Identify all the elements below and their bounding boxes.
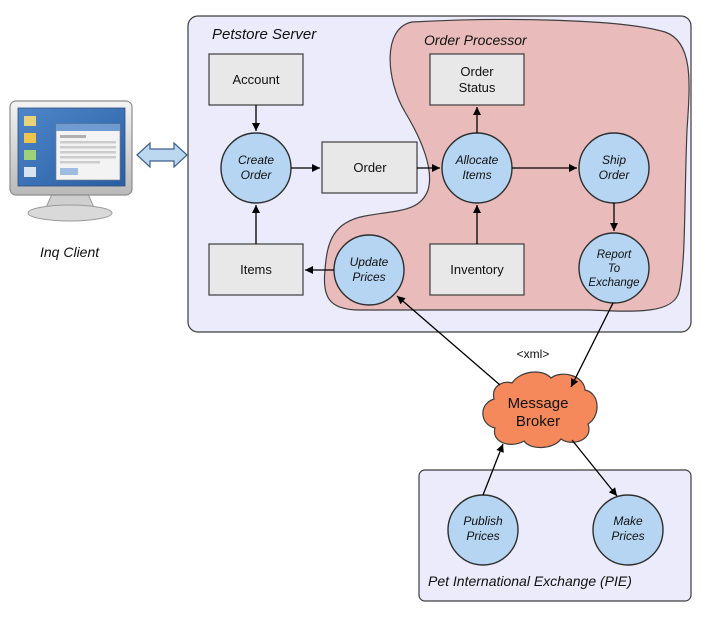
edge-broker-to-update-prices: [396, 295, 501, 386]
message-broker-cloud: [482, 371, 598, 449]
account-label: Account: [233, 72, 280, 87]
edge-publish-to-broker: [482, 443, 504, 496]
make-prices-node: [592, 494, 664, 566]
inventory-box: [429, 243, 525, 296]
order-box: [321, 141, 418, 194]
pie-title: Pet International Exchange (PIE): [428, 573, 632, 589]
petstore-server-title: Petstore Server: [212, 26, 317, 43]
edge-report-to-broker: [570, 302, 614, 388]
inventory-label: Inventory: [450, 262, 504, 277]
computer-monitor-icon: [9, 100, 133, 222]
order-processor-title: Order Processor: [424, 32, 528, 48]
client-server-double-arrow: [136, 141, 188, 169]
inq-client-label: Inq Client: [40, 244, 100, 260]
report-to-exchange-node: [578, 232, 650, 304]
edge-broker-to-make-prices: [571, 439, 618, 497]
order-status-box: [429, 53, 525, 106]
account-box: [208, 53, 304, 106]
order-label: Order: [353, 160, 387, 175]
items-label: Items: [240, 262, 272, 277]
xml-edge-label: <xml>: [517, 347, 550, 361]
items-box: [208, 243, 304, 296]
